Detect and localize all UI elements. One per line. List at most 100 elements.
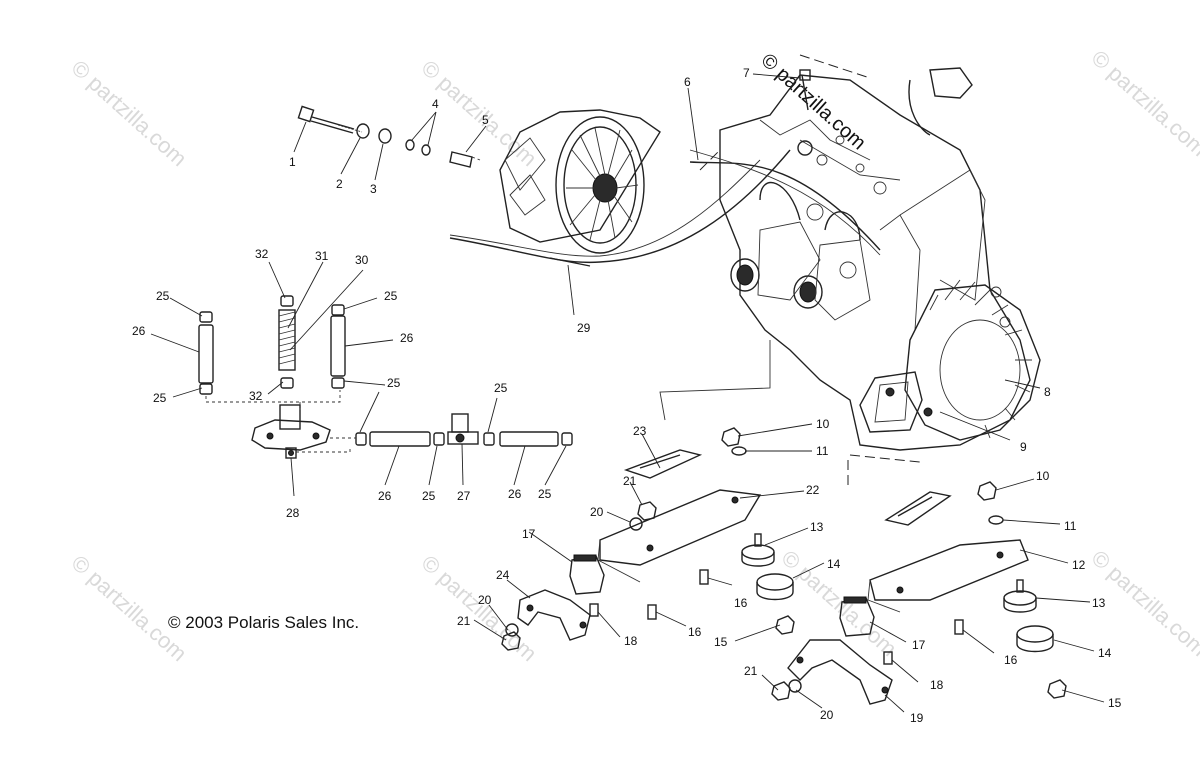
callout-24: 24 <box>496 568 510 582</box>
mount-plate-right <box>884 491 952 526</box>
washer-3 <box>378 128 392 144</box>
hose-26-right <box>330 315 346 377</box>
callout-20-c: 20 <box>820 708 834 722</box>
callout-10-right: 10 <box>1036 469 1050 483</box>
nut-15-left <box>775 615 795 635</box>
callout-2: 2 <box>336 177 343 191</box>
watermark-dark: © partzilla.com <box>757 49 870 154</box>
leader-lines <box>150 73 1105 713</box>
connector-lines <box>205 149 921 485</box>
callout-18-right: 18 <box>930 678 944 692</box>
callout-25-f: 25 <box>422 489 436 503</box>
nuts-21 <box>501 501 791 701</box>
callout-4: 4 <box>432 97 439 111</box>
bracket-24 <box>517 589 591 641</box>
callout-21-c: 21 <box>744 664 758 678</box>
hose-26-bottom-left <box>369 431 431 447</box>
rubber-mount-13-left <box>741 533 775 567</box>
callout-25-c: 25 <box>384 289 398 303</box>
throttle-cable-29 <box>449 149 791 267</box>
callout-14-right: 14 <box>1098 646 1112 660</box>
callout-15-right: 15 <box>1108 696 1122 710</box>
washers-20 <box>505 517 802 693</box>
engine-bracket-22 <box>597 489 762 583</box>
copyright-text: © 2003 Polaris Sales Inc. <box>168 613 359 632</box>
callout-20-a: 20 <box>590 505 604 519</box>
callout-5: 5 <box>482 113 489 127</box>
bracket-19 <box>787 639 893 705</box>
spark-plug-wire-7 <box>799 54 973 136</box>
callout-17-right: 17 <box>912 638 926 652</box>
callout-8: 8 <box>1044 385 1051 399</box>
callout-31: 31 <box>315 249 329 263</box>
callout-16-b: 16 <box>688 625 702 639</box>
callout-25-b: 25 <box>153 391 167 405</box>
callout-30: 30 <box>355 253 369 267</box>
callout-29: 29 <box>577 321 591 335</box>
callout-16-a: 16 <box>734 596 748 610</box>
engine-bracket-12 <box>867 539 1029 613</box>
callout-21-a: 21 <box>623 474 637 488</box>
callout-6: 6 <box>684 75 691 89</box>
callout-25-e: 25 <box>494 381 508 395</box>
engine-block <box>689 74 1041 451</box>
oring-4b <box>421 144 431 156</box>
callout-16-c: 16 <box>1004 653 1018 667</box>
watermark: © partzilla.com <box>67 550 192 666</box>
mount-plate-23 <box>623 449 703 479</box>
callout-13-left: 13 <box>810 520 824 534</box>
bolts-18 <box>589 603 893 665</box>
callout-1: 1 <box>289 155 296 169</box>
callout-32-top: 32 <box>255 247 269 261</box>
rubber-pad-14-left <box>756 573 794 601</box>
callout-14-left: 14 <box>827 557 841 571</box>
callout-32-bottom: 32 <box>249 389 263 403</box>
snubber-17-right <box>839 596 875 637</box>
callout-3: 3 <box>370 182 377 196</box>
callout-26-b: 26 <box>400 331 414 345</box>
callout-21-b: 21 <box>457 614 471 628</box>
callout-22: 22 <box>806 483 820 497</box>
callout-18-left: 18 <box>624 634 638 648</box>
hose-26-bottom-right <box>499 431 559 447</box>
callout-labels: 1 2 3 4 5 6 7 8 9 10 10 11 11 12 13 13 1… <box>132 66 1122 725</box>
callout-27: 27 <box>457 489 471 503</box>
callout-19: 19 <box>910 711 924 725</box>
callout-10-left: 10 <box>816 417 830 431</box>
snubber-17-left <box>569 554 605 595</box>
watermark: © partzilla.com <box>1087 45 1200 161</box>
callout-25-a: 25 <box>156 289 170 303</box>
clamps-31-32 <box>280 295 294 389</box>
washer-11-right <box>988 515 1004 525</box>
callout-12: 12 <box>1072 558 1086 572</box>
callout-23: 23 <box>633 424 647 438</box>
spring-30 <box>278 309 296 371</box>
watermark: © partzilla.com <box>67 55 192 171</box>
callout-9: 9 <box>1020 440 1027 454</box>
rubber-pad-14-right <box>1016 625 1054 653</box>
rubber-mount-13-right <box>1003 579 1037 613</box>
bolt-1 <box>297 105 363 134</box>
spacer-5 <box>449 151 481 168</box>
callout-25-g: 25 <box>538 487 552 501</box>
callout-11-right: 11 <box>1064 519 1077 533</box>
callout-26-a: 26 <box>132 324 146 338</box>
watermark: © partzilla.com <box>417 550 542 666</box>
fuel-tee-27 <box>447 413 479 445</box>
hose-26-left <box>198 324 214 384</box>
callout-25-d: 25 <box>387 376 401 390</box>
nut-15-right <box>1047 679 1067 699</box>
drive-clutch <box>499 109 661 254</box>
callout-26-d: 26 <box>508 487 522 501</box>
callout-20-b: 20 <box>478 593 492 607</box>
callout-26-c: 26 <box>378 489 392 503</box>
oring-4a <box>405 139 415 151</box>
clamps-25 <box>199 304 573 446</box>
callout-17-left: 17 <box>522 527 536 541</box>
callout-13-right: 13 <box>1092 596 1106 610</box>
washer-2 <box>356 123 370 139</box>
callout-7: 7 <box>743 66 750 80</box>
watermarks: © partzilla.com © partzilla.com © partzi… <box>67 45 1200 666</box>
callout-15-left: 15 <box>714 635 728 649</box>
